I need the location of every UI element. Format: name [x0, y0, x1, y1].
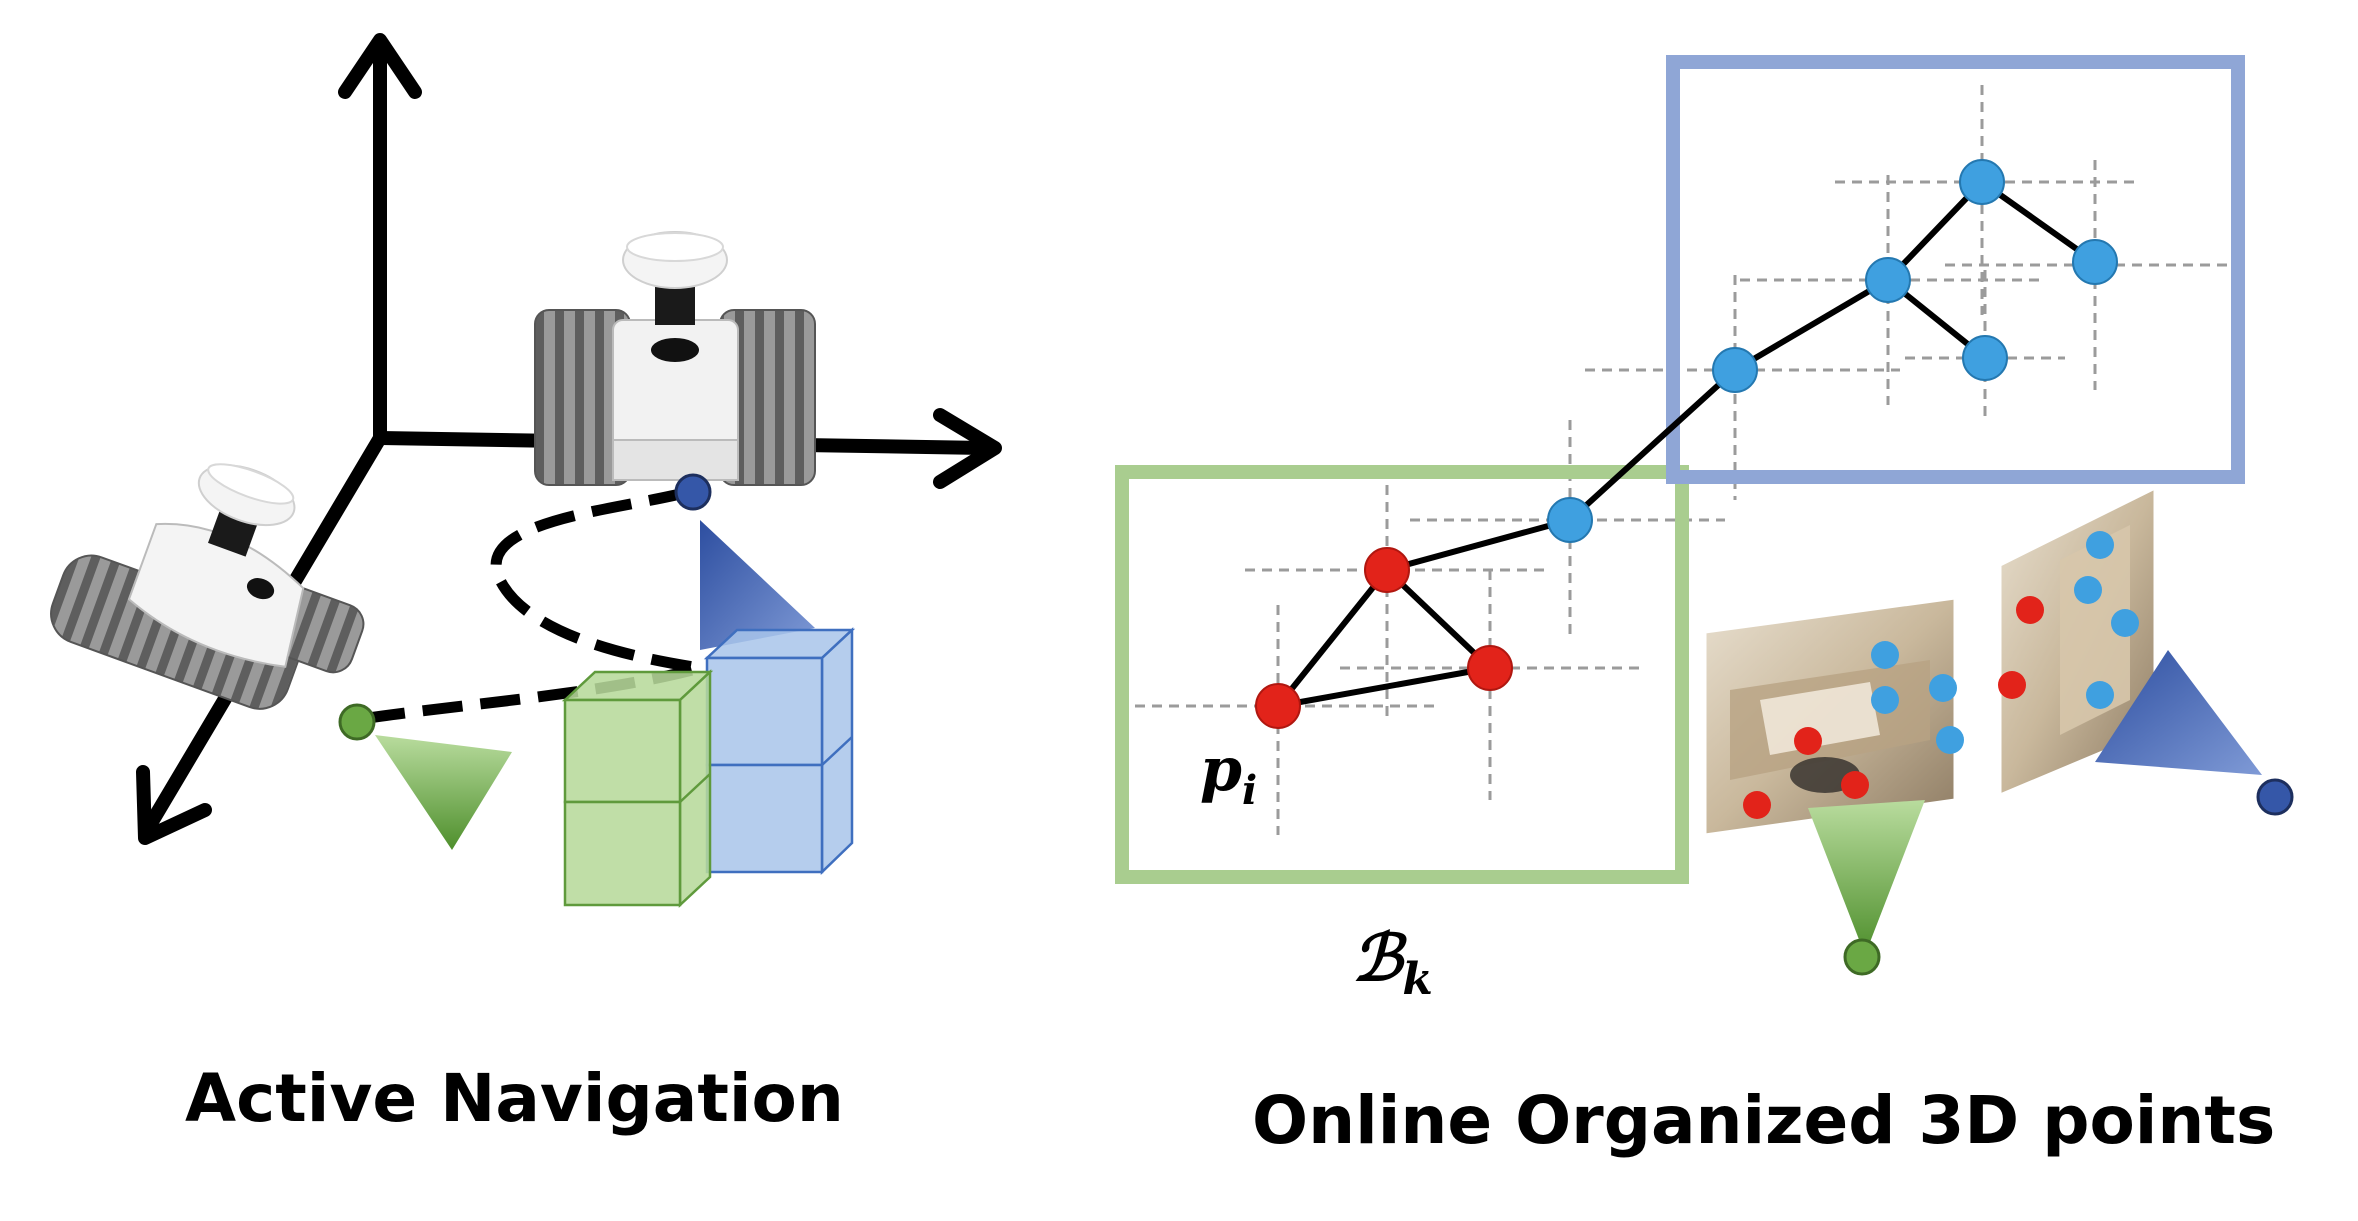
blue-point [1929, 674, 1957, 702]
blue-point [1865, 257, 1911, 303]
camera-frustum-icon [2095, 650, 2294, 816]
red-point [1255, 683, 1301, 729]
z-axis-arrowhead [338, 33, 422, 99]
camera-frustum-icon [1808, 800, 1925, 976]
y-axis-arrowhead [136, 765, 212, 845]
caption-online-organized-3d-points: Online Organized 3D points [1252, 1082, 2276, 1159]
blue-point [2086, 531, 2114, 559]
red-point [2016, 596, 2044, 624]
voxel-cubes [561, 627, 856, 908]
camera-frustum-icon [674, 473, 815, 650]
blue-point [2111, 609, 2139, 637]
tracked-robot-icon [534, 231, 816, 486]
point-label: pi [1200, 735, 1257, 814]
green-camera-center [1843, 938, 1881, 976]
blue-point [1936, 726, 1964, 754]
navigation-trajectory [354, 486, 702, 726]
blue-point [1962, 335, 2008, 381]
graph-nodes [1255, 159, 2118, 729]
red-point [1794, 727, 1822, 755]
blue-point [1712, 347, 1758, 393]
red-point [1998, 671, 2026, 699]
observation-image-blue [1998, 485, 2157, 798]
blue-camera-center [2256, 778, 2294, 816]
blue-camera-center [674, 473, 712, 511]
blue-point [1959, 159, 2005, 205]
red-point [1364, 547, 1410, 593]
blue-point [1547, 497, 1593, 543]
camera-frustum-icon [338, 703, 512, 850]
block-box-blue [1666, 55, 2245, 484]
tracked-robot-icon [50, 463, 365, 710]
block-box-green [1115, 465, 1689, 884]
blue-point [2074, 576, 2102, 604]
caption-active-navigation: Active Navigation [185, 1060, 844, 1137]
green-camera-center [338, 703, 376, 741]
x-axis-arrowhead [933, 408, 1002, 489]
red-point [1743, 791, 1771, 819]
blue-point [1871, 686, 1899, 714]
red-point [1467, 645, 1513, 691]
red-point [1841, 771, 1869, 799]
blue-point [2072, 239, 2118, 285]
blue-voxel-stack [703, 627, 856, 875]
block-label: ℬk [1352, 921, 1433, 1005]
blue-point [1871, 641, 1899, 669]
green-voxel-stack [561, 669, 714, 908]
observation-image-green [1703, 596, 1964, 837]
blue-point [2086, 681, 2114, 709]
